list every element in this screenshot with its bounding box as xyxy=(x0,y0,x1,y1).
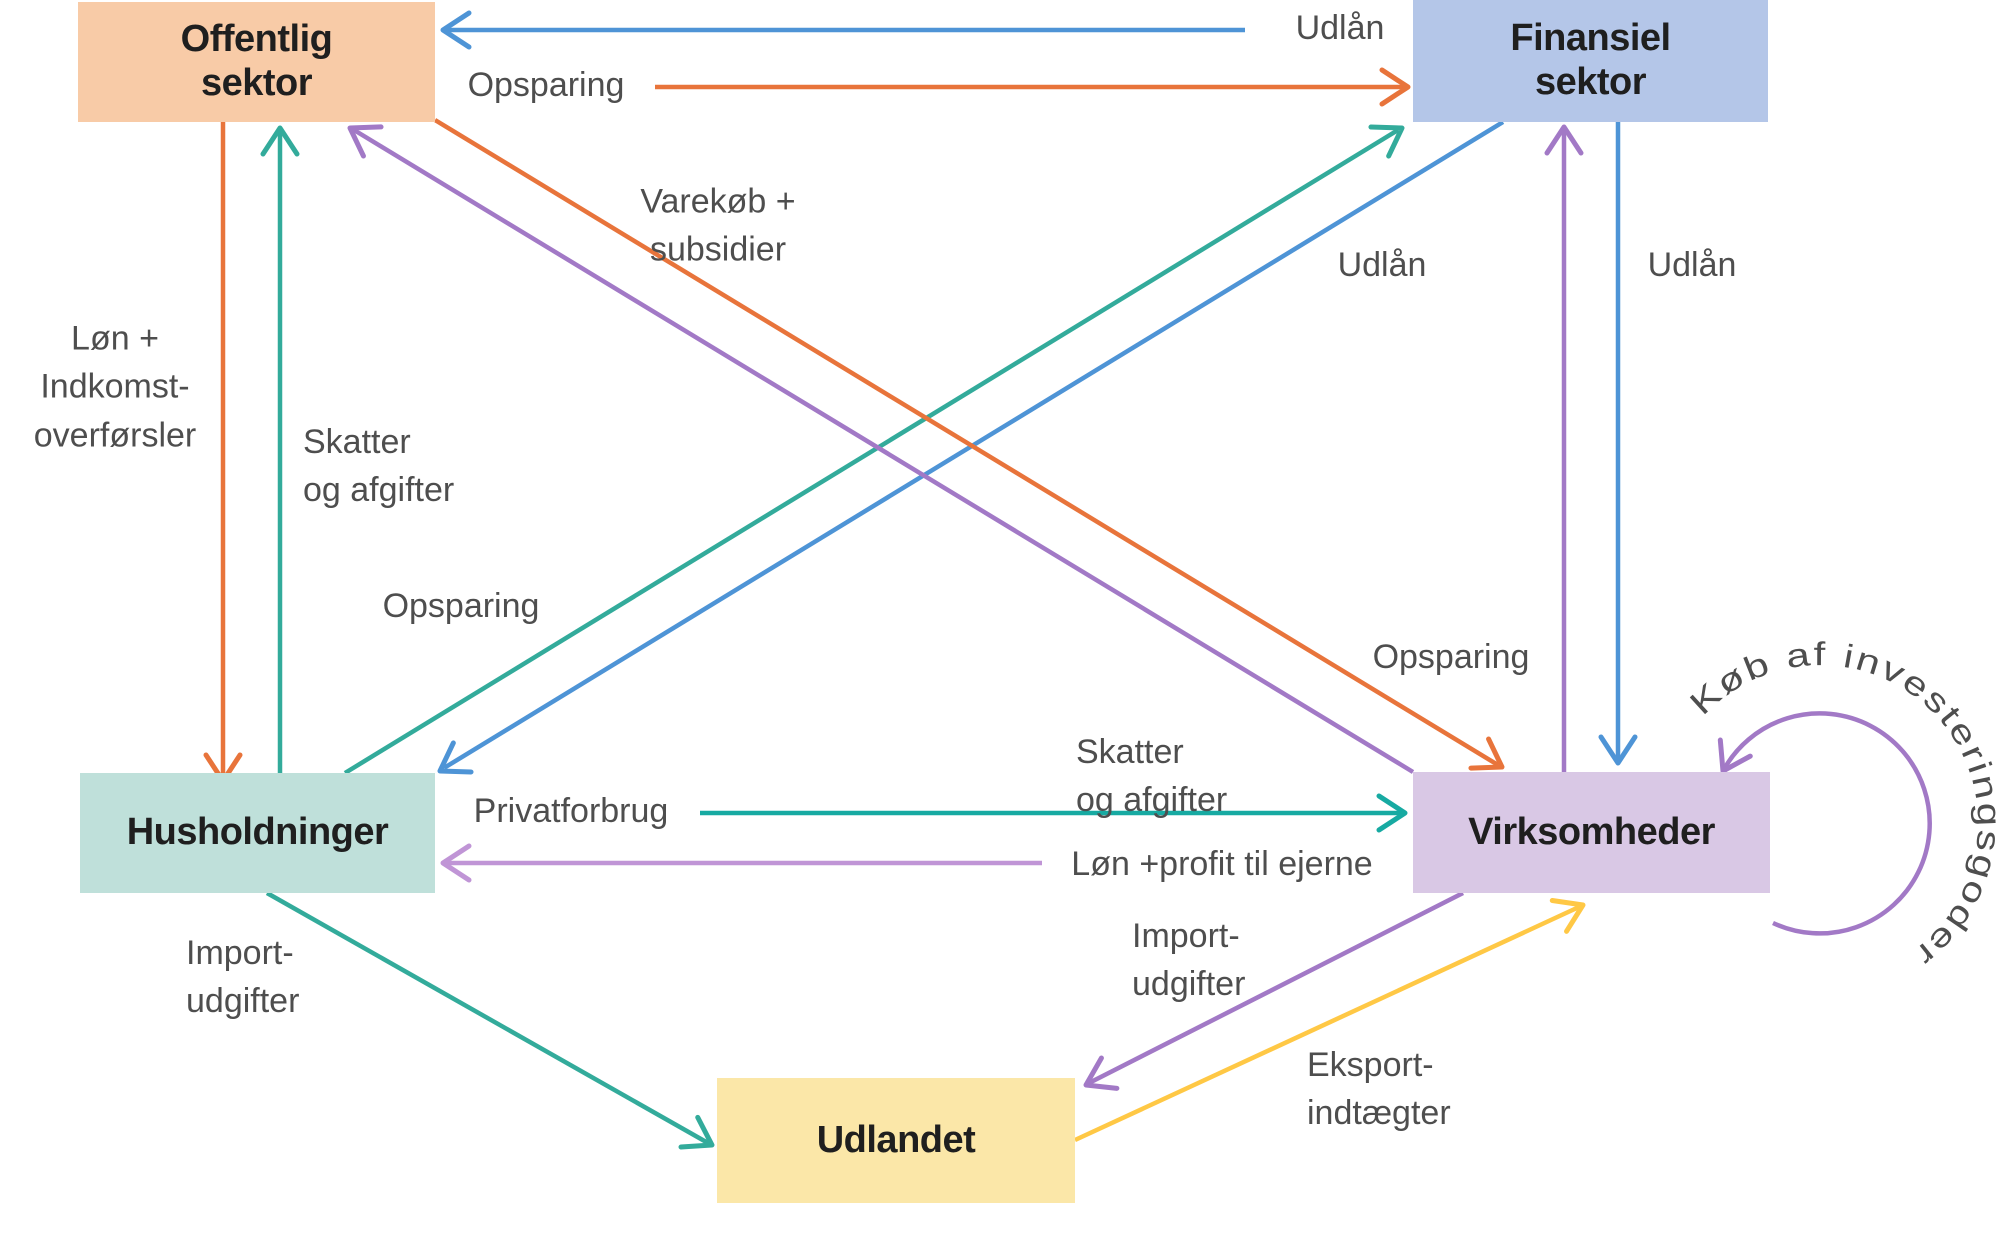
node-offentlig-sektor: Offentlig sektor xyxy=(78,2,435,122)
arrowhead-udlaan-right xyxy=(1598,734,1638,766)
node-husholdninger: Husholdninger xyxy=(80,773,435,893)
label-loen-indkomst: Løn + Indkomst- overførsler xyxy=(33,319,197,455)
arrow-opsparing-diagonal xyxy=(343,128,1400,775)
label-varekoeb: Varekøb + subsidier xyxy=(640,182,796,269)
label-udlaan-top: Udlån xyxy=(1295,8,1385,47)
label-import-left: Import- udgifter xyxy=(186,934,300,1021)
label-skatter-right: Skatter og afgifter xyxy=(1076,733,1228,820)
node-udlandet: Udlandet xyxy=(717,1078,1075,1203)
arrowhead-privatforbrug xyxy=(1376,793,1408,833)
arrow-import-right xyxy=(1087,890,1465,1086)
arrow-import-left xyxy=(265,891,710,1145)
arrowhead-udlaan-diagonal xyxy=(437,740,474,775)
node-virksomheder: Virksomheder xyxy=(1413,772,1770,893)
label-skatter-left: Skatter og afgifter xyxy=(303,423,455,510)
label-udlaan-right: Udlån xyxy=(1647,245,1737,284)
label-loen-profit: Løn +profit til ejerne xyxy=(1071,844,1373,883)
label-udlaan-mid: Udlån xyxy=(1337,245,1427,284)
node-finansiel-sektor: Finansiel sektor xyxy=(1413,0,1768,122)
arrowhead-skatter-diagonal xyxy=(347,124,384,159)
arrow-skatter-diagonal xyxy=(352,128,1415,774)
arrow-investeringsgoder-loop xyxy=(1721,711,1932,936)
arrow-varekoeb xyxy=(433,118,1500,767)
label-privatforbrug: Privatforbrug xyxy=(473,791,669,830)
arrowhead-skatter-left xyxy=(260,125,300,157)
arrow-eksport xyxy=(1074,904,1580,1143)
label-eksport: Eksport- indtægter xyxy=(1307,1046,1451,1133)
arrowhead-opsparing-top xyxy=(1379,67,1411,107)
arrowhead-varekoeb xyxy=(1468,736,1505,771)
label-opsparing-mid: Opsparing xyxy=(382,586,540,625)
arrowhead-loen-profit xyxy=(440,843,472,883)
arrowhead-eksport xyxy=(1549,897,1586,934)
arrowhead-opsparing-right xyxy=(1544,124,1584,156)
arrowhead-opsparing-diagonal xyxy=(1368,124,1405,159)
label-opsparing-right: Opsparing xyxy=(1372,637,1530,676)
arrowhead-udlaan-top xyxy=(440,10,472,50)
label-import-right: Import- udgifter xyxy=(1132,917,1246,1004)
label-opsparing-top: Opsparing xyxy=(467,65,625,104)
arrowhead-import-right xyxy=(1083,1055,1120,1091)
arrowhead-investeringsgoder-loop xyxy=(1717,737,1753,774)
arrowhead-import-left xyxy=(678,1114,715,1150)
